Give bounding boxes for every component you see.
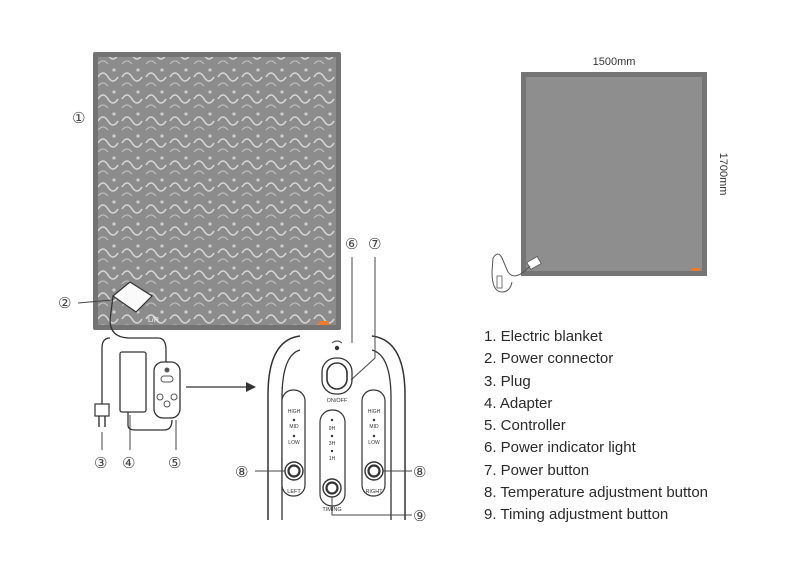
legend-item: 3. Plug xyxy=(484,372,531,390)
callout-6-label: ⑥ xyxy=(345,235,358,253)
right-label: RIGHT xyxy=(365,489,383,495)
legend-item: 9. Timing adjustment button xyxy=(484,506,669,524)
right-temperature-panel: HIGH MID LOW xyxy=(361,389,386,497)
legend-item: 1. Electric blanket xyxy=(484,328,603,345)
left-level-high: HIGH xyxy=(288,409,301,415)
svg-text:L/R: L/R xyxy=(148,317,159,324)
left-temperature-panel: HIGH MID LOW xyxy=(281,389,306,497)
legend-item: 8. Temperature adjustment button xyxy=(484,484,709,502)
onoff-label: ON/OFF xyxy=(327,398,348,404)
legend-item: 6. Power indicator light xyxy=(484,439,636,457)
arrow-icon xyxy=(186,382,256,392)
width-dimension: 1500mm xyxy=(593,56,636,68)
mini-connector xyxy=(491,253,542,293)
callout-1-label: ① xyxy=(72,109,85,127)
legend-item: 4. Adapter xyxy=(484,394,553,412)
callout-2: ② xyxy=(58,294,113,312)
callout-8-left-label: ⑧ xyxy=(235,463,248,481)
controller-detail: ON/OFF HIGH MID LOW LEFT 9H 3H 1H TIMING xyxy=(255,257,412,520)
legend-item: 7. Power button xyxy=(484,461,590,479)
power-indicator-light xyxy=(331,340,343,351)
power-connector: L/R xyxy=(109,281,159,324)
blanket-dimension-view: 1500mm 1700mm xyxy=(491,56,729,293)
callout-8-right-label: ⑧ xyxy=(413,463,426,481)
callout-4-label: ④ xyxy=(122,454,135,472)
callout-1: ① xyxy=(72,109,85,127)
left-label: LEFT xyxy=(287,489,301,495)
timing-panel: 9H 3H 1H xyxy=(319,409,346,507)
timer-level-3h: 3H xyxy=(329,441,336,447)
callout-7-label: ⑦ xyxy=(368,235,381,253)
left-level-mid: MID xyxy=(289,424,299,430)
callout-5-label: ⑤ xyxy=(168,454,181,472)
right-level-high: HIGH xyxy=(368,409,381,415)
legend-item: 2. Power connector xyxy=(484,350,614,368)
electric-blanket xyxy=(93,52,341,330)
legend-item: 5. Controller xyxy=(484,417,566,435)
adapter xyxy=(119,351,147,450)
right-level-low: LOW xyxy=(368,440,380,446)
left-level-low: LOW xyxy=(288,440,300,446)
legend: 1. Electric blanket 2. Power connector 3… xyxy=(484,326,708,527)
controller-small xyxy=(153,361,181,450)
right-level-mid: MID xyxy=(369,424,379,430)
timer-level-1h: 1H xyxy=(329,456,336,462)
callout-9-label: ⑨ xyxy=(413,507,426,525)
cables xyxy=(101,319,173,431)
plug xyxy=(94,403,110,450)
power-button[interactable] xyxy=(321,357,353,395)
blanket-tag xyxy=(319,321,329,325)
height-dimension: 1700mm xyxy=(717,153,729,196)
callout-2-label: ② xyxy=(58,294,71,312)
callout-3-label: ③ xyxy=(94,454,107,472)
timer-level-9h: 9H xyxy=(329,426,336,432)
